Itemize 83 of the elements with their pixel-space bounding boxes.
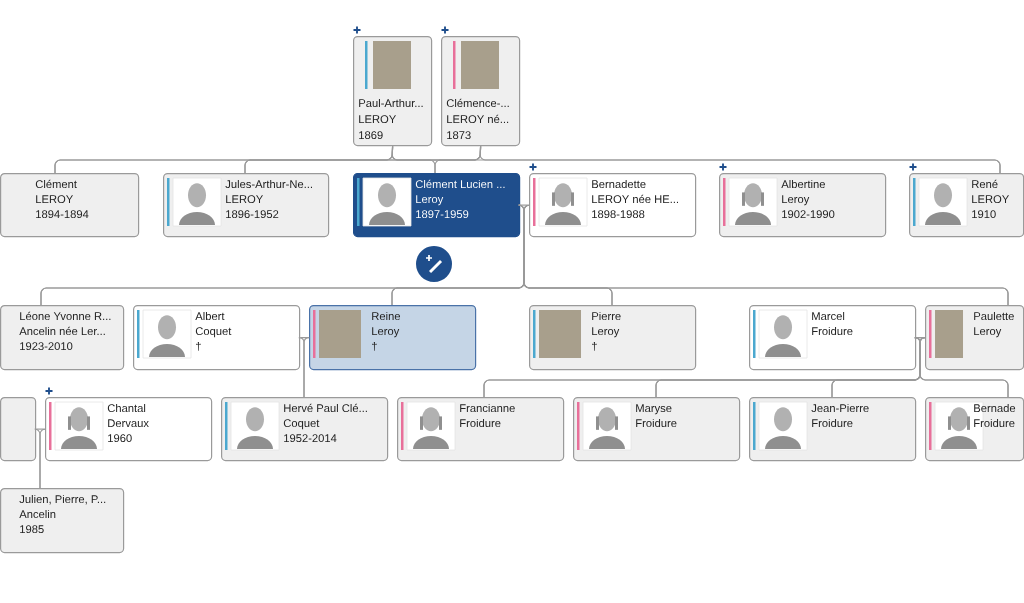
life-dates: 1873: [447, 131, 471, 140]
family-name: LEROY: [359, 115, 396, 124]
connector-line: [519, 204, 530, 206]
family-name: LEROY né...: [447, 114, 509, 124]
person-card: [719, 173, 887, 238]
given-name: Albertine: [781, 179, 825, 189]
person-card: [925, 305, 1024, 371]
family-name: Coquet: [195, 327, 232, 338]
life-dates: 1960: [108, 434, 132, 443]
person-card: [0, 305, 125, 371]
given-name: Albert: [195, 311, 225, 321]
family-name: Froidure: [636, 418, 677, 428]
given-name: Marcel: [812, 311, 845, 321]
given-name: Maryse: [636, 404, 672, 415]
family-name: Ancelin née Ler...: [19, 326, 105, 336]
life-dates: 1985: [20, 525, 44, 534]
given-name: Paulette: [974, 311, 1014, 321]
given-name: Clément: [35, 179, 77, 189]
family-name: Leroy: [416, 195, 444, 206]
family-name: Ancelin: [19, 509, 56, 519]
person-card: [45, 397, 213, 462]
life-dates: †: [196, 341, 201, 351]
given-name: Paul-Arthur...: [359, 98, 423, 108]
person-card: [749, 305, 917, 371]
person-card: [163, 173, 330, 238]
family-name: Leroy: [592, 327, 620, 338]
family-name: LEROY: [36, 195, 73, 204]
given-name: Pierre: [592, 311, 621, 321]
given-name: Jean-Pierre: [811, 403, 869, 413]
family-name: Froidure: [812, 418, 853, 428]
person-card: [925, 397, 1024, 462]
person-card: [0, 488, 125, 554]
family-name: Leroy: [372, 327, 400, 338]
life-dates: 1894-1894: [36, 210, 89, 219]
given-name: Chantal: [107, 403, 146, 413]
life-dates: 1923-2010: [20, 342, 73, 351]
family-name: Dervaux: [108, 419, 149, 428]
family-name: Froidure: [812, 326, 853, 336]
person-card: [909, 173, 1024, 238]
given-name: Léone Yvonne R...: [20, 311, 111, 321]
life-dates: †: [592, 341, 597, 351]
given-name: Clément Lucien ...: [415, 179, 505, 189]
person-card: [397, 397, 565, 462]
family-name: LEROY: [226, 195, 263, 204]
family-name: LEROY née HE...: [592, 194, 678, 204]
person-card: [441, 36, 521, 147]
family-name: Leroy: [974, 327, 1002, 338]
life-dates: 1902-1990: [782, 210, 835, 219]
person-card: [749, 397, 917, 462]
given-name: Jules-Arthur-Ne...: [225, 179, 312, 189]
family-name: Froidure: [460, 418, 501, 428]
family-name: Leroy: [782, 195, 810, 206]
person-card: [0, 173, 140, 238]
family-name: LEROY: [972, 195, 1009, 204]
given-name: Clémence-...: [446, 98, 509, 108]
given-name: Reine: [372, 311, 401, 321]
person-card: [573, 397, 741, 462]
connector-line: [303, 337, 310, 398]
person-card: [133, 305, 301, 371]
life-dates: 1869: [359, 131, 383, 140]
life-dates: 1897-1959: [416, 210, 469, 219]
given-name: Hervé Paul Clé...: [284, 403, 367, 413]
life-dates: 1896-1952: [226, 210, 279, 219]
family-name: Froidure: [974, 418, 1015, 428]
life-dates: †: [372, 341, 377, 351]
person-card: [353, 36, 433, 147]
given-name: Bernadette: [592, 179, 646, 189]
given-name: Francianne: [460, 403, 515, 413]
person-card: [221, 397, 389, 462]
person-card: [529, 305, 697, 371]
given-name: René: [972, 179, 998, 189]
life-dates: 1898-1988: [592, 210, 645, 219]
given-name: Julien, Pierre, P...: [19, 494, 106, 505]
family-name: Coquet: [283, 419, 320, 430]
given-name: Bernade: [974, 403, 1016, 413]
person-card: [353, 173, 521, 238]
person-card: [0, 397, 37, 462]
person-card: [309, 305, 477, 371]
life-dates: 1952-2014: [284, 434, 337, 443]
connector-line: [39, 428, 46, 489]
person-card: [529, 173, 697, 238]
connector-line: [35, 428, 46, 430]
life-dates: 1910: [972, 210, 996, 219]
